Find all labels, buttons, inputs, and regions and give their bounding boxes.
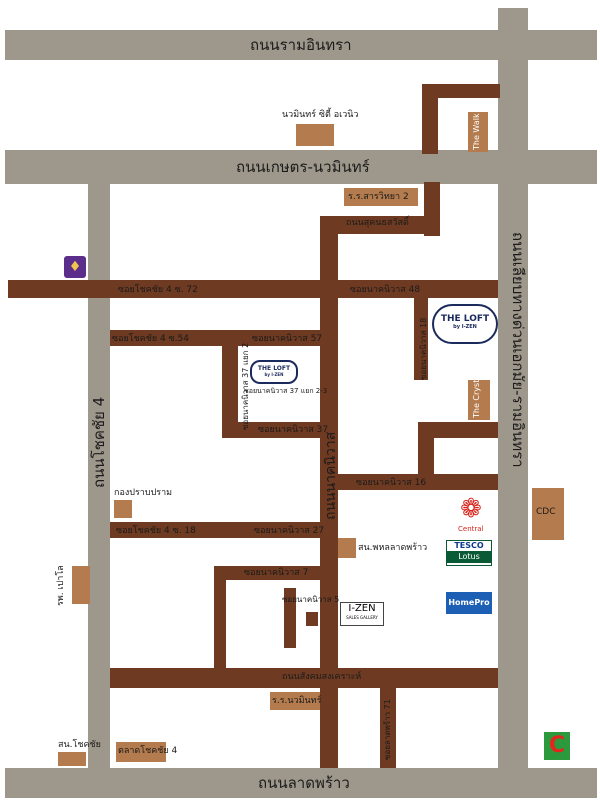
building-cdc <box>532 488 564 540</box>
building-sn-ladprao <box>338 538 356 558</box>
label-nawamin-city: นวมินทร์ ซิตี้ อเวนิว <box>282 110 359 120</box>
label-nak27: ซอยนาคนิวาส 27 <box>254 526 325 536</box>
label-kaset-nawamin: ถนนเกษตร-นวมินทร์ <box>236 158 370 176</box>
central-logo-icon: ❁ <box>460 494 482 524</box>
label-cdc: CDC <box>536 507 556 517</box>
road-nak5 <box>284 588 296 648</box>
label-chokchai4: ถนนโชคชัย 4 <box>90 396 108 488</box>
label-sn-ladprao: สน.พหลลาดพร้าว <box>358 543 428 553</box>
label-ladprao: ถนนลาดพร้าว <box>258 774 350 792</box>
road-chokchai4 <box>88 182 110 772</box>
label-rr-nawamin: ร.ร.นวมินทร์ <box>272 696 322 706</box>
label-nak37-2-3: ซอยนาคนิวาส 37 แยก 2-3 <box>244 387 328 395</box>
label-nak5: ซอยนาคนิวาส 5 <box>282 595 340 604</box>
label-soi-18: ซอยโชคชัย 4 ซ. 18 <box>116 526 196 536</box>
label-nak37: ซอยนาคนิวาส 37 <box>258 425 329 435</box>
label-nak18-vert: ซอยนาคนิวาส 18 <box>419 317 428 380</box>
label-liab-klong: ถนนเลียบทางด่วนเอกมัย-รามอินทรา <box>509 232 527 468</box>
tesco-lotus-logo: TESCO Lotus <box>446 540 492 566</box>
i-zen-sales-gallery: I-ZEN SALES GALLERY <box>340 602 384 626</box>
label-rp-paolo: รพ. เปาโล <box>56 565 66 606</box>
road-soi-54 <box>110 330 320 346</box>
road-sutharom <box>322 216 440 234</box>
label-soi-54: ซอยโชคชัย 4 ซ.54 <box>112 334 190 344</box>
building-talad-chokchai4 <box>116 742 166 762</box>
road-nak48-spur <box>414 288 428 380</box>
road-somkiat <box>110 668 498 688</box>
label-the-walk: The Walk <box>472 113 481 150</box>
bank-icon: ♦ <box>64 256 86 278</box>
label-nak57: ซอยนาคนิวาส 57 <box>252 334 323 344</box>
building-kong-prab <box>114 500 132 518</box>
label-ram-inthra: ถนนรามอินทรา <box>250 36 352 54</box>
road-soi-72 <box>8 280 498 298</box>
building-i-zen <box>306 612 318 626</box>
road-nak16-branch-v <box>418 422 434 482</box>
label-central: Central <box>458 525 484 533</box>
label-soi-72: ซอยโชคชัย 4 ซ. 72 <box>118 285 198 295</box>
road-liab-klong <box>498 8 528 776</box>
label-sn-chokchai: สน.โชคชัย <box>58 740 101 750</box>
the-loft-logo-small: THE LOFT by I-ZEN <box>250 360 298 384</box>
road-nak16 <box>336 474 498 490</box>
building-rr-nawamin <box>270 692 320 710</box>
road-nak7-v <box>214 566 226 668</box>
the-loft-logo-large: THE LOFT by I-ZEN <box>432 304 498 344</box>
homepro-logo: HomePro <box>446 592 492 614</box>
building-the-walk <box>468 112 488 152</box>
label-sutharom: ถนนสุคนธสวัสดิ์ <box>346 218 409 228</box>
building-rp-paolo <box>72 566 90 604</box>
label-kong-prab: กองปราบปราม <box>114 488 173 498</box>
building-the-crystal <box>468 380 490 420</box>
label-nak16: ซอยนาคนิวาส 16 <box>356 478 427 488</box>
building-sn-chokchai <box>58 752 86 766</box>
label-talad-chokchai4: ตลาดโชคชัย 4 <box>118 746 178 756</box>
label-ladprao71: ซอยลาดพร้าว 71 <box>383 699 392 760</box>
big-c-logo-icon: C <box>544 732 570 760</box>
label-nakniwat: ถนนนาคนิวาส <box>323 431 339 520</box>
label-the-crystal: The Crystal <box>472 372 481 418</box>
building-sarasit2 <box>344 188 418 206</box>
road-nak16-branch <box>418 422 498 438</box>
road-soi-18 <box>110 522 320 538</box>
road-ladprao71 <box>380 688 396 768</box>
road-nak37-2 <box>222 330 238 438</box>
road-the-walk-top <box>422 84 500 98</box>
road-ladprao <box>5 768 597 798</box>
building-nawamin-city <box>296 124 334 146</box>
road-the-walk-vert <box>422 84 438 154</box>
road-nak37 <box>222 422 320 438</box>
label-nak48: ซอยนาคนิวาส 48 <box>350 285 421 295</box>
road-nak7 <box>214 566 320 580</box>
label-sarasit2: ร.ร.สารวิทยา 2 <box>348 192 409 202</box>
road-nakniwat <box>320 216 338 768</box>
label-somkiat: ถนนสังคมสงเคราะห์ <box>282 672 362 682</box>
label-nak7: ซอยนาคนิวาส 7 <box>244 568 309 578</box>
